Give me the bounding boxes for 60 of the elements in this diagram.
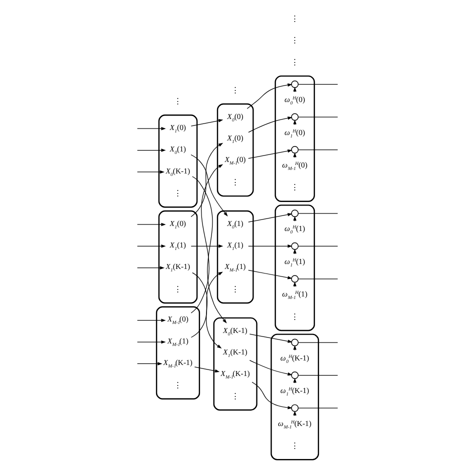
arrow bbox=[248, 244, 292, 248]
arrow bbox=[190, 142, 223, 218]
arrow bbox=[248, 213, 292, 222]
connector bbox=[297, 84, 338, 85]
arrow bbox=[136, 148, 166, 152]
arrow bbox=[248, 270, 292, 280]
label: ⋮ bbox=[174, 188, 182, 198]
label: ⋮ bbox=[230, 177, 239, 186]
connector bbox=[297, 213, 338, 214]
arrow bbox=[136, 244, 166, 248]
arrow bbox=[136, 340, 166, 344]
node-circle bbox=[290, 372, 298, 380]
label: ⋮ bbox=[230, 391, 239, 400]
connector bbox=[297, 149, 338, 150]
arrow bbox=[136, 362, 162, 366]
label: ⋮ bbox=[290, 36, 298, 45]
cluster bbox=[274, 75, 314, 202]
cluster bbox=[274, 204, 314, 332]
node-circle bbox=[290, 275, 298, 283]
node-circle bbox=[290, 113, 298, 121]
arrow bbox=[190, 119, 223, 126]
node-circle bbox=[290, 80, 298, 88]
arrow bbox=[190, 244, 223, 248]
label: ⋮ bbox=[174, 96, 182, 106]
arrow bbox=[136, 170, 164, 174]
arrow bbox=[190, 154, 228, 216]
connector bbox=[297, 342, 338, 343]
arrow bbox=[192, 176, 226, 324]
label: ⋮ bbox=[174, 380, 182, 390]
node-circle bbox=[290, 210, 298, 218]
arrow bbox=[136, 318, 166, 322]
label: ⋮ bbox=[174, 284, 182, 294]
arrow bbox=[248, 334, 292, 343]
arrow bbox=[246, 83, 292, 109]
label: ⋮ bbox=[290, 14, 298, 24]
node-circle bbox=[290, 146, 298, 154]
label: ⋮ bbox=[230, 284, 239, 294]
node-circle bbox=[290, 338, 298, 346]
arrow bbox=[194, 366, 220, 373]
arrow bbox=[248, 149, 292, 159]
arrow bbox=[190, 272, 222, 338]
arrow bbox=[190, 164, 223, 314]
arrow bbox=[136, 126, 166, 130]
arrow bbox=[192, 272, 222, 348]
connector bbox=[297, 278, 338, 280]
arrow bbox=[248, 116, 292, 133]
arrow bbox=[248, 360, 292, 376]
arrow bbox=[251, 382, 292, 410]
connector bbox=[297, 116, 338, 118]
label: ⋮ bbox=[230, 85, 239, 94]
cluster bbox=[270, 334, 319, 460]
label: ⋮ bbox=[290, 182, 298, 192]
node-circle bbox=[290, 404, 298, 412]
arrow bbox=[136, 266, 164, 270]
label: ⋮ bbox=[290, 440, 298, 450]
label: ⋮ bbox=[290, 312, 298, 321]
node-circle bbox=[290, 242, 298, 250]
connector bbox=[297, 374, 338, 376]
label: ⋮ bbox=[290, 57, 298, 66]
arrow bbox=[136, 222, 166, 226]
